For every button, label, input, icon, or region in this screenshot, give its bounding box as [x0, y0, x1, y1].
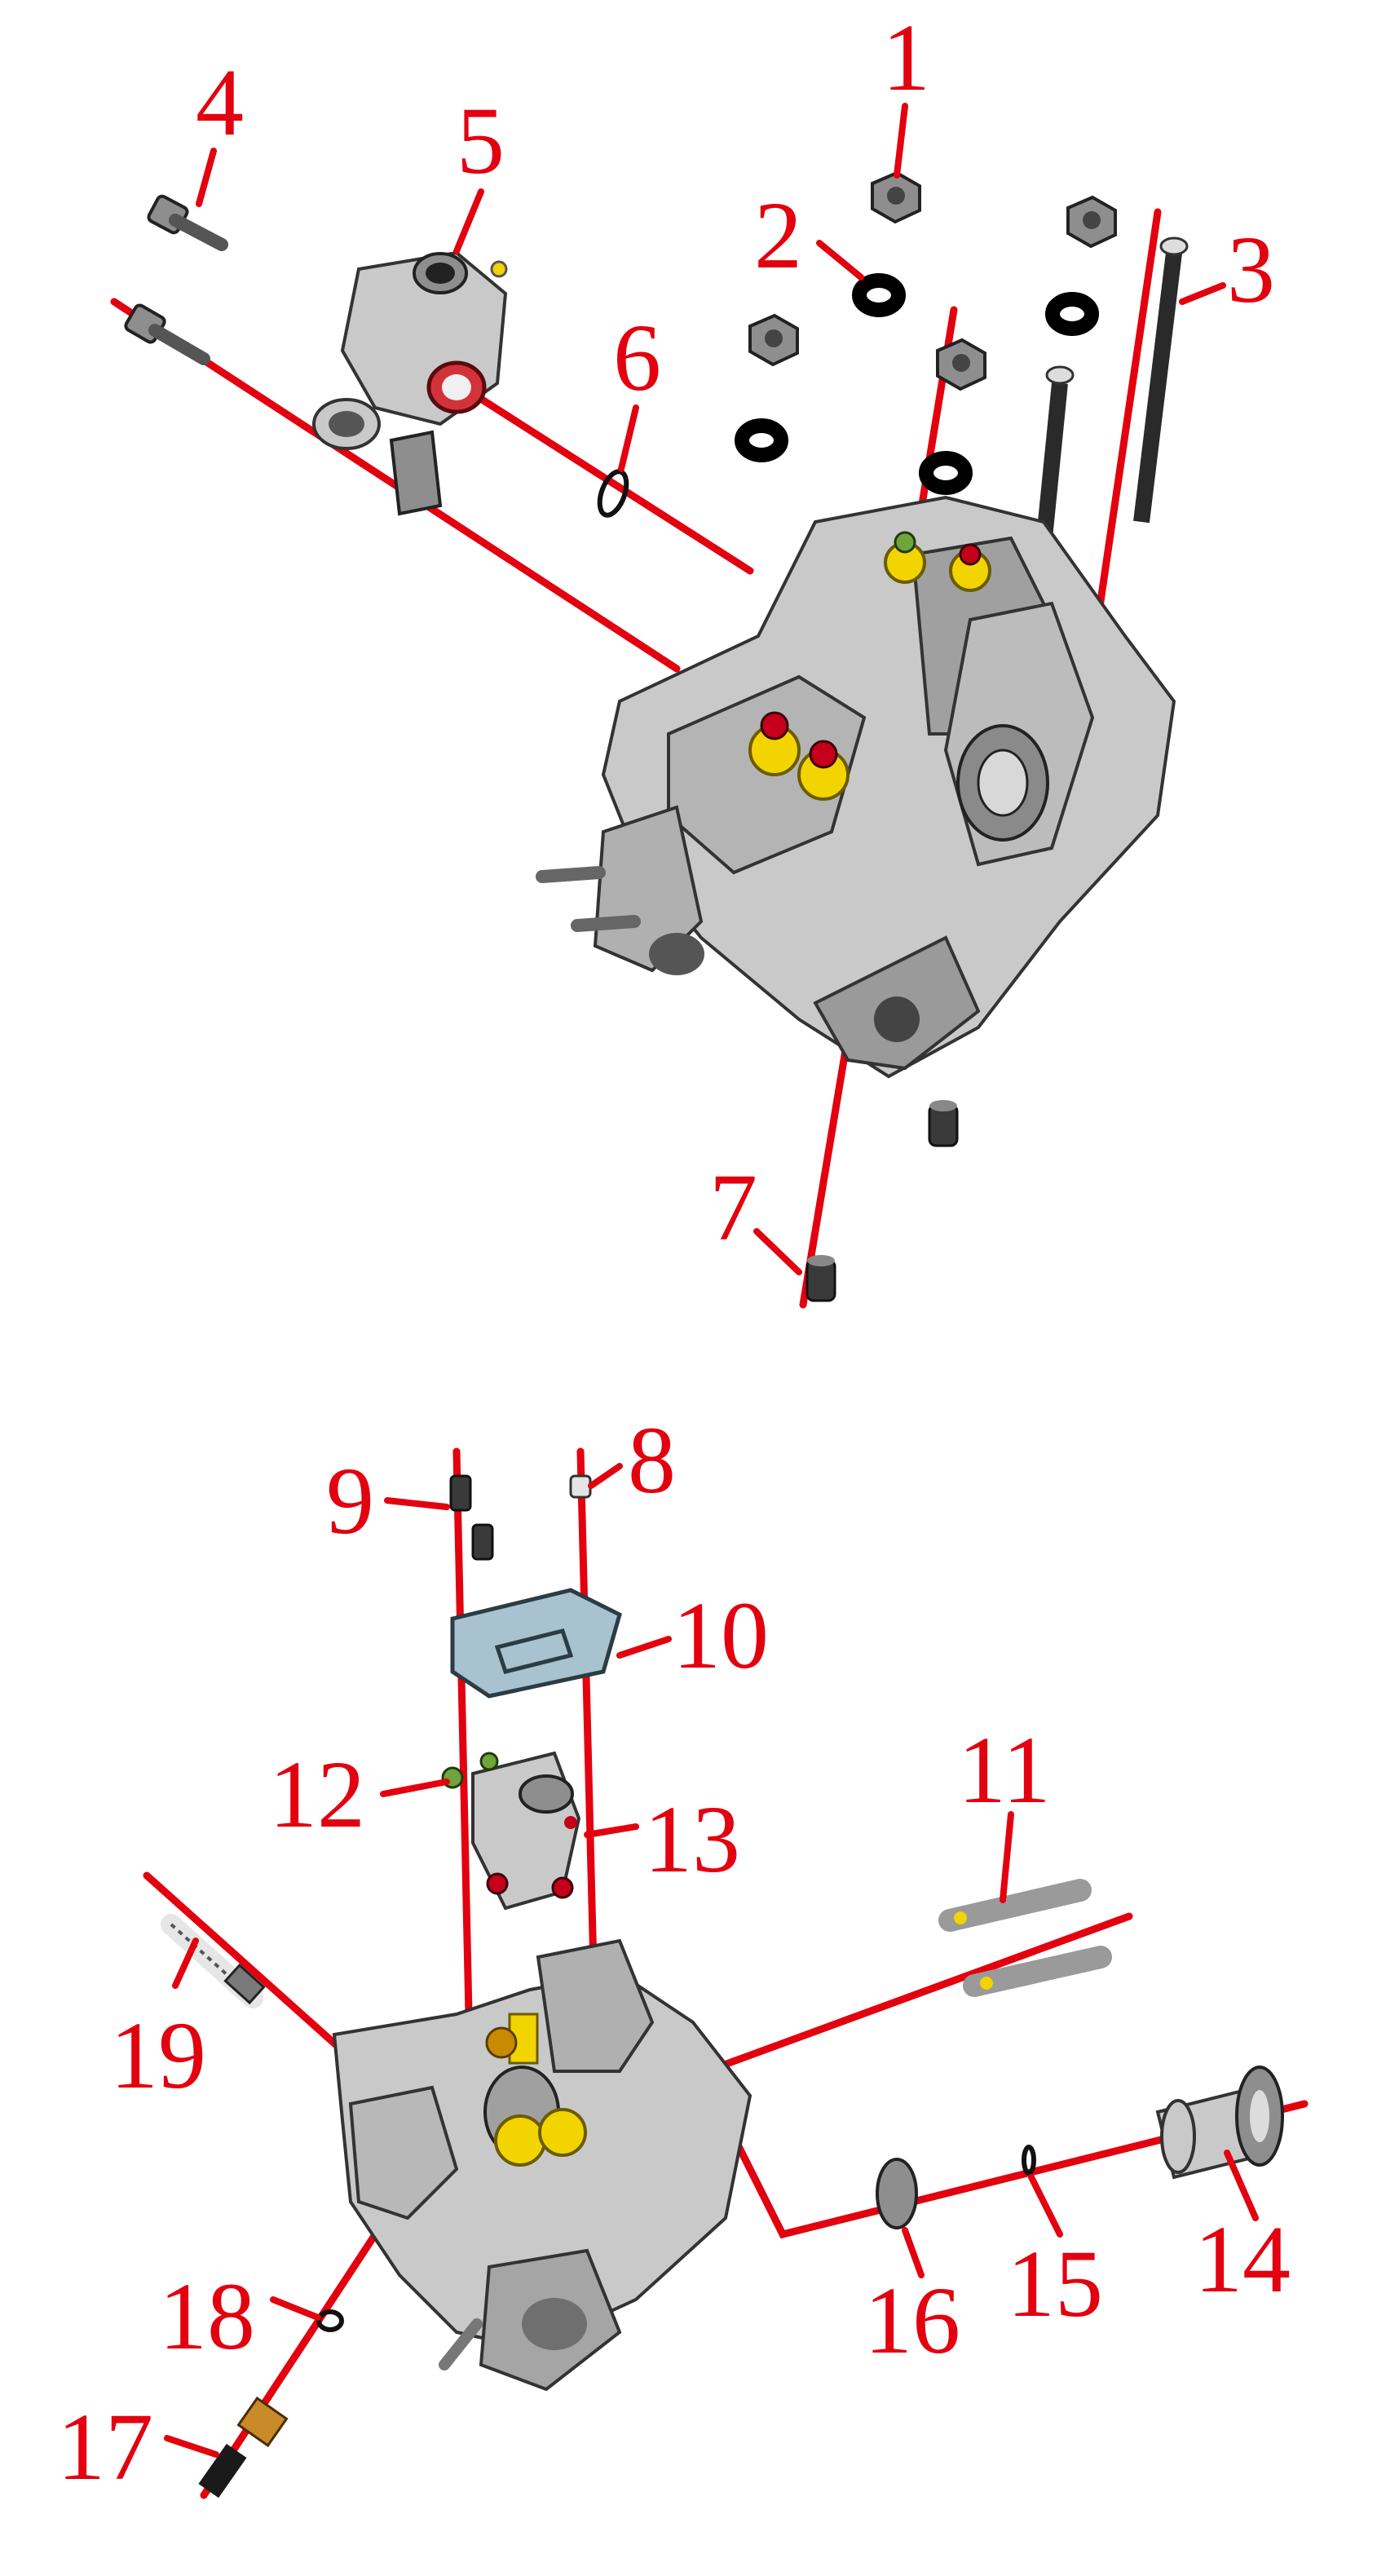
cylinder-head-upper — [536, 495, 1176, 1079]
callout-17: 17 — [57, 2393, 153, 2500]
cylinder-head-lower — [332, 1938, 752, 2392]
leader-10 — [616, 1636, 672, 1659]
leader-14 — [1224, 2150, 1259, 2221]
callout-8: 8 — [628, 1407, 676, 1513]
leader-12 — [380, 1778, 450, 1797]
leader-4 — [196, 148, 217, 207]
leader-2 — [816, 240, 864, 281]
washer-set — [735, 273, 1099, 495]
leader-18 — [270, 2296, 321, 2321]
upper-assembly: 1 2 3 4 5 6 7 — [110, 4, 1275, 1309]
leader-13 — [584, 1823, 639, 1838]
dowel-set — [805, 1100, 959, 1302]
bolt-short — [147, 194, 228, 251]
callout-16: 16 — [864, 2267, 960, 2374]
callout-3: 3 — [1227, 216, 1275, 323]
callout-1: 1 — [882, 4, 930, 111]
leader-8 — [588, 1463, 623, 1489]
camshaft — [1155, 2066, 1284, 2180]
leader-6 — [618, 404, 639, 472]
leader-16 — [902, 2227, 925, 2278]
leader-9 — [384, 1497, 450, 1510]
callout-19: 19 — [110, 2002, 206, 2109]
callout-7: 7 — [709, 1154, 757, 1261]
leader-15 — [1028, 2174, 1063, 2238]
callout-10: 10 — [673, 1582, 769, 1689]
leader-17 — [164, 2435, 219, 2458]
spark-plug — [161, 1914, 266, 2008]
callout-18: 18 — [159, 2263, 255, 2370]
bolt-pair — [449, 1474, 592, 1561]
axis-line-sensor — [200, 2206, 395, 2499]
callout-5: 5 — [457, 87, 505, 194]
sensor-o-ring — [316, 2309, 344, 2332]
callout-6: 6 — [613, 304, 661, 411]
callout-15: 15 — [1007, 2230, 1103, 2337]
rocker-shaft-pair — [938, 1879, 1112, 1997]
callout-12: 12 — [269, 1741, 365, 1848]
leader-11 — [1000, 1811, 1014, 1903]
callout-13: 13 — [644, 1786, 740, 1893]
axis-line-thermostat — [452, 379, 754, 575]
valve-cover-gasket — [450, 1588, 622, 1699]
retaining-clip — [1022, 2145, 1036, 2176]
callout-11: 11 — [958, 1717, 1051, 1823]
nut-row — [748, 170, 1117, 391]
callout-2: 2 — [754, 182, 802, 289]
leader-5 — [453, 188, 484, 254]
rocker-arm-assembly — [441, 1751, 581, 1911]
bolt-long — [124, 303, 210, 365]
leader-3 — [1179, 282, 1226, 305]
camshaft-bearing — [876, 2158, 918, 2229]
thermostat-housing — [312, 250, 508, 516]
callout-14: 14 — [1194, 2206, 1291, 2313]
temperature-sensor — [198, 2396, 289, 2499]
leader-19 — [172, 1938, 199, 1989]
leader-1 — [894, 103, 908, 179]
leader-7 — [753, 1228, 802, 1275]
lower-assembly: 8 9 10 11 12 13 14 15 16 17 18 19 — [57, 1407, 1309, 2500]
callout-9: 9 — [326, 1447, 374, 1554]
callout-4: 4 — [196, 49, 244, 156]
